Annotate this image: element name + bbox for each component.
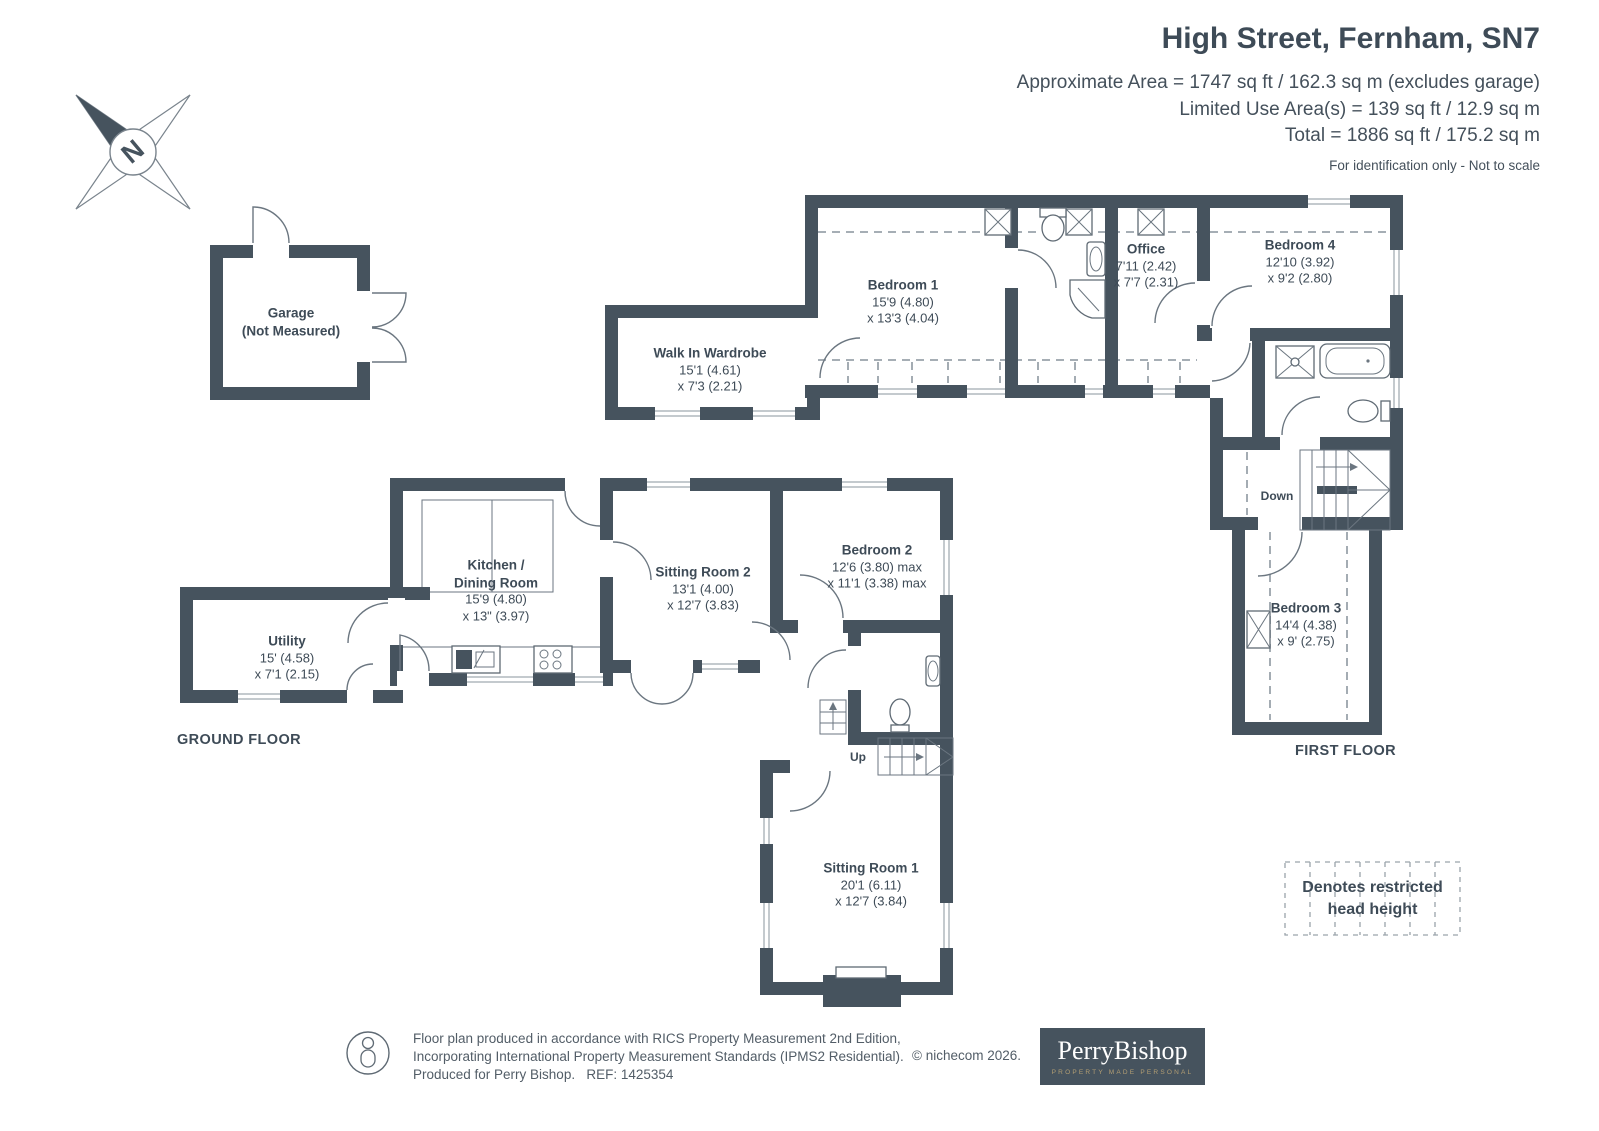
first-floor-label: FIRST FLOOR [1295,743,1397,759]
logo-name: PerryBishop [1057,1035,1188,1065]
stairs-up-ground-floor [819,699,954,776]
door-swings [252,206,1321,812]
bathroom-fixtures [1275,343,1391,423]
header: High Street, Fernham, SN7 Approximate Ar… [1017,22,1540,173]
limited-use-area: Limited Use Area(s) = 139 sq ft / 12.9 s… [1179,98,1540,120]
footer-text: Floor plan produced in accordance with R… [413,1030,904,1083]
toilet-icon [889,698,911,726]
stairs-up-label: Up [850,750,866,764]
skylight-icons [984,208,1271,649]
legend-restricted-head-height: Denotes restricted head height [1302,878,1443,918]
legend-box [1284,861,1461,936]
shower-room-fixtures [1039,207,1106,319]
wc-fixtures-ground [889,655,941,733]
bath-icon [1319,343,1391,379]
footer-line2: Incorporating International Property Mea… [413,1048,904,1064]
room-label-bedroom1: Bedroom 1 15'9 (4.80) x 13'3 (4.04) [867,277,939,326]
copyright: © nichecom 2026. [912,1048,1022,1063]
room-label-walk-in-wardrobe: Walk In Wardrobe 15'1 (4.61) x 7'3 (2.21… [653,345,767,394]
stairs-down-first-floor [1299,449,1391,531]
room-label-sitting-room1: Sitting Room 1 20'1 (6.11) x 12'7 (3.84) [823,860,919,909]
footer-line3: Produced for Perry Bishop. REF: 1425354 [413,1066,674,1082]
room-label-kitchen: Kitchen / Dining Room 15'9 (4.80) x 13" … [454,557,538,624]
footer-line1: Floor plan produced in accordance with R… [413,1031,901,1046]
ground-floor-label: GROUND FLOOR [177,732,302,748]
room-label-sitting-room2: Sitting Room 2 13'1 (4.00) x 12'7 (3.83) [655,564,751,613]
room-label-garage: Garage (Not Measured) [241,305,341,338]
stairs-down-label: Down [1260,489,1294,503]
kitchen-fixtures [451,645,573,674]
room-label-bedroom2: Bedroom 2 12'6 (3.80) max x 11'1 (3.38) … [827,542,927,591]
total-area: Total = 1886 sq ft / 175.2 sq m [1284,125,1540,147]
room-label-office: Office 7'11 (2.42) x 7'7 (2.31) [1113,241,1179,290]
disclaimer: For identification only - Not to scale [1329,157,1540,173]
hob-icon [533,645,573,674]
page-title: High Street, Fernham, SN7 [1161,22,1540,55]
room-label-bedroom3: Bedroom 3 14'4 (4.38) x 9' (2.75) [1270,600,1342,649]
person-icon [346,1031,390,1075]
logo-tagline: PROPERTY MADE PERSONAL [1051,1068,1194,1076]
approx-area: Approximate Area = 1747 sq ft / 162.3 sq… [1016,72,1540,93]
toilet-icon [1041,214,1065,242]
toilet-icon [1347,399,1379,423]
fireplace [823,975,901,1007]
compass-icon [75,94,191,210]
room-label-bedroom4: Bedroom 4 12'10 (3.92) x 9'2 (2.80) [1264,237,1336,286]
fireplace-hearth [835,966,887,979]
door-openings [253,243,1320,775]
windows [238,195,1403,948]
room-label-utility: Utility 15' (4.58) x 7'1 (2.15) [254,633,320,682]
perry-bishop-logo: PerryBishop PROPERTY MADE PERSONAL [1040,1028,1205,1085]
